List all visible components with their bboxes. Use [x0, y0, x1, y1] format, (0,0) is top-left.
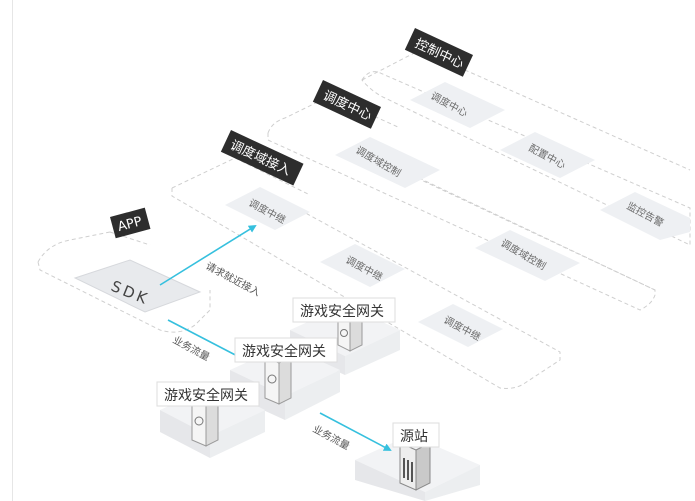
- tile-sdk: SDK: [73, 259, 202, 313]
- region-dispatch-access: [171, 157, 561, 389]
- tile-control-center-relay: 调度中心: [410, 82, 505, 128]
- label-app-text: APP: [116, 214, 144, 235]
- tile-domain-control-1: 调度域控制: [335, 137, 440, 188]
- arrow-business-flow-2: [319, 412, 392, 451]
- gateway-label-3: 游戏安全网关: [156, 381, 260, 407]
- tile-domain-control-2: 调度域控制: [475, 230, 580, 281]
- region-app: [37, 231, 211, 333]
- origin-label: 源站: [392, 422, 440, 448]
- region-dispatch-center: [267, 95, 656, 311]
- arrow-business-flow-1: [167, 319, 247, 361]
- tile-relay-1: 调度中继: [225, 187, 310, 230]
- label-control-center: 控制中心: [404, 28, 474, 77]
- gateway-label-3-text: 游戏安全网关: [164, 387, 248, 404]
- shield-server-icon-2: [264, 356, 292, 405]
- tile-monitor-alarm: 监控告警: [600, 192, 690, 240]
- shield-server-icon-1: [337, 313, 363, 352]
- label-dispatch-center: 调度中心: [312, 80, 382, 129]
- tile-relay-2: 调度中继: [320, 244, 405, 287]
- gateway-label-2-text: 游戏安全网关: [242, 343, 326, 360]
- gateway-label-1-text: 游戏安全网关: [300, 303, 384, 320]
- arrow-request-access: [159, 224, 257, 286]
- label-dispatch-access: 调度域接入: [220, 130, 304, 186]
- origin-label-text: 源站: [400, 429, 428, 445]
- tile-config-center: 配置中心: [500, 132, 595, 178]
- origin-server-icon: [399, 442, 431, 491]
- edge-divider: [12, 0, 13, 501]
- gateway-label-2: 游戏安全网关: [234, 337, 338, 363]
- flow-label-request-access: 请求就近接入: [204, 259, 263, 299]
- flow-label-business-1: 业务流量: [171, 333, 212, 363]
- tile-relay-3: 调度中继: [418, 304, 503, 347]
- gateway-label-1: 游戏安全网关: [292, 297, 396, 323]
- label-app: APP: [110, 207, 151, 239]
